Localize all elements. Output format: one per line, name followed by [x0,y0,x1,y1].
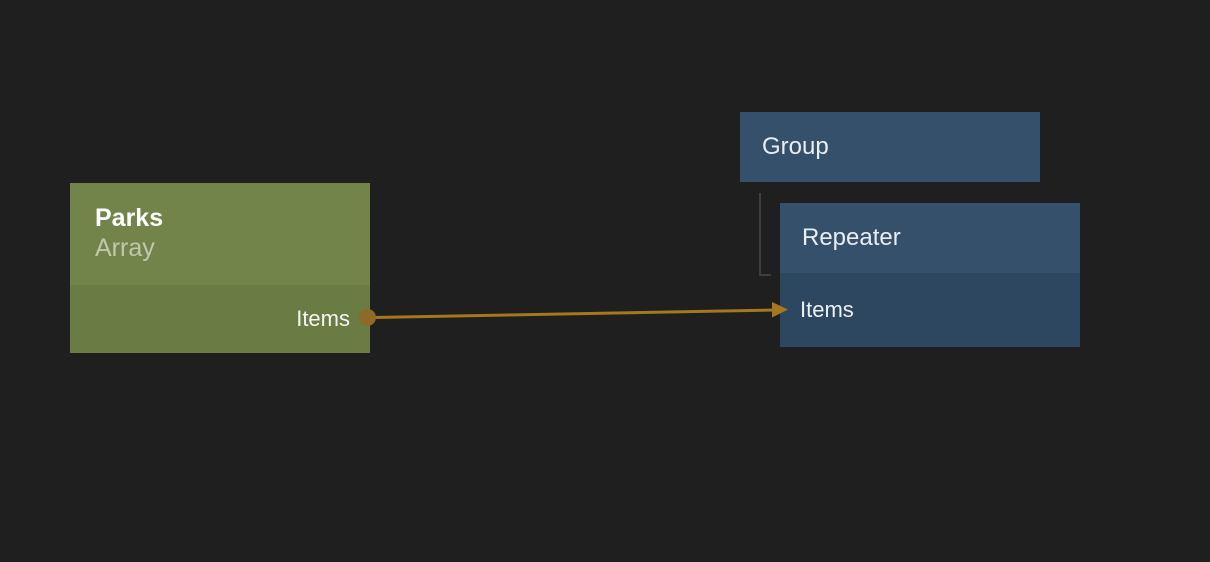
node-repeater-items-input-port[interactable]: Items [780,273,1080,347]
group-repeater-tree-link [759,193,771,276]
node-parks-subtitle: Array [95,234,155,262]
output-port-label: Items [296,306,350,331]
connection-parks-items-to-repeater-items[interactable] [359,302,788,326]
node-repeater-header: Repeater [780,203,1080,273]
node-group-title: Group [762,133,829,160]
node-parks-title: Parks [95,204,164,232]
node-parks[interactable]: Parks Array Items [70,183,370,353]
node-parks-items-output-port[interactable]: Items [70,285,370,353]
node-repeater-title: Repeater [802,224,901,251]
input-port-label: Items [800,297,854,322]
connection-line[interactable] [373,308,776,319]
node-repeater[interactable]: Repeater Items [780,203,1080,347]
node-group[interactable]: Group [740,112,1040,182]
node-parks-header: Parks Array [70,183,370,285]
